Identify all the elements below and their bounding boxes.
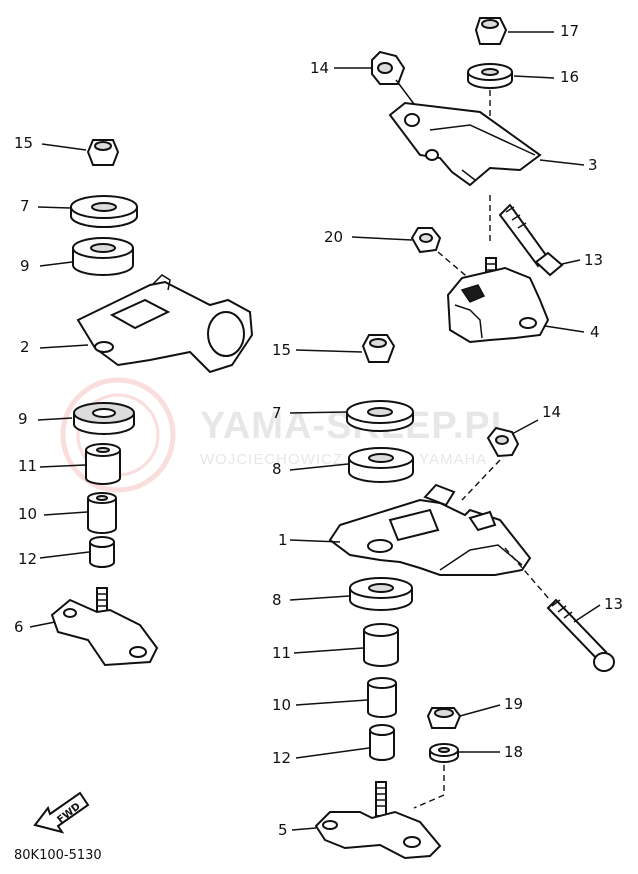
callout-7-right: 7: [272, 404, 282, 422]
callout-9-left-top: 9: [20, 257, 30, 275]
callout-14-top: 14: [310, 59, 330, 77]
callout-12-right: 12: [272, 749, 292, 767]
grommet-8-bottom: [349, 577, 413, 611]
callout-9-left-bottom: 9: [18, 410, 28, 428]
grommet-9-bottom-left: [73, 402, 135, 435]
callout-6: 6: [14, 618, 24, 636]
callout-3: 3: [588, 156, 598, 174]
grommet-9-top-left: [72, 237, 134, 276]
callout-17: 17: [560, 22, 580, 40]
collar-12-left: [89, 536, 115, 568]
callout-11-left: 11: [18, 457, 38, 475]
callout-12-left: 12: [18, 550, 38, 568]
nut-14-top: [371, 50, 406, 85]
collar-11-right: [363, 623, 399, 667]
nut-14-right: [486, 426, 520, 458]
callout-16: 16: [560, 68, 580, 86]
bracket-3: [388, 101, 542, 187]
washer-16: [467, 63, 513, 89]
collar-11-left: [85, 443, 121, 485]
collar-10-right: [367, 677, 397, 718]
engine-mount-4: [446, 257, 550, 344]
washer-7-right: [346, 400, 414, 432]
watermark-dealer-text: WOJCIECHOWICZ DEALER YAMAHA: [200, 451, 488, 468]
leader-lines: [29, 31, 601, 831]
callout-11-right: 11: [272, 644, 292, 662]
callout-7-left: 7: [20, 197, 30, 215]
callout-4: 4: [590, 323, 600, 341]
callout-13-top: 13: [584, 251, 604, 269]
callout-15-left: 15: [14, 134, 34, 152]
callout-8-top: 8: [272, 460, 282, 478]
bracket-2: [76, 274, 254, 374]
nut-17: [474, 17, 508, 45]
bracket-1: [328, 483, 532, 576]
callout-10-right: 10: [272, 696, 292, 714]
washer-18: [429, 743, 459, 763]
fwd-arrow-icon: [33, 791, 90, 834]
nut-15-left: [86, 139, 120, 166]
bolt-13-bottom: [546, 598, 615, 672]
nut-20: [410, 227, 442, 254]
callout-15-right: 15: [272, 341, 292, 359]
nut-19: [426, 707, 462, 729]
callout-8-bottom: 8: [272, 591, 282, 609]
callout-10-left: 10: [18, 505, 38, 523]
callout-20: 20: [324, 228, 344, 246]
callout-1: 1: [278, 531, 288, 549]
collar-10-left: [87, 492, 117, 534]
bolt-13-top: [498, 203, 564, 277]
collar-12-right: [369, 724, 395, 761]
callout-5: 5: [278, 821, 288, 839]
diagram-code: 80K100-5130: [14, 848, 102, 863]
callout-2: 2: [20, 338, 30, 356]
callout-14-right: 14: [542, 403, 562, 421]
callout-18: 18: [504, 743, 524, 761]
mount-5: [314, 781, 442, 860]
callout-13-bottom: 13: [604, 595, 624, 613]
grommet-8-top: [348, 447, 414, 483]
washer-7-left: [70, 195, 138, 228]
nut-15-right: [361, 334, 396, 363]
mount-6: [50, 587, 159, 667]
callout-19: 19: [504, 695, 524, 713]
